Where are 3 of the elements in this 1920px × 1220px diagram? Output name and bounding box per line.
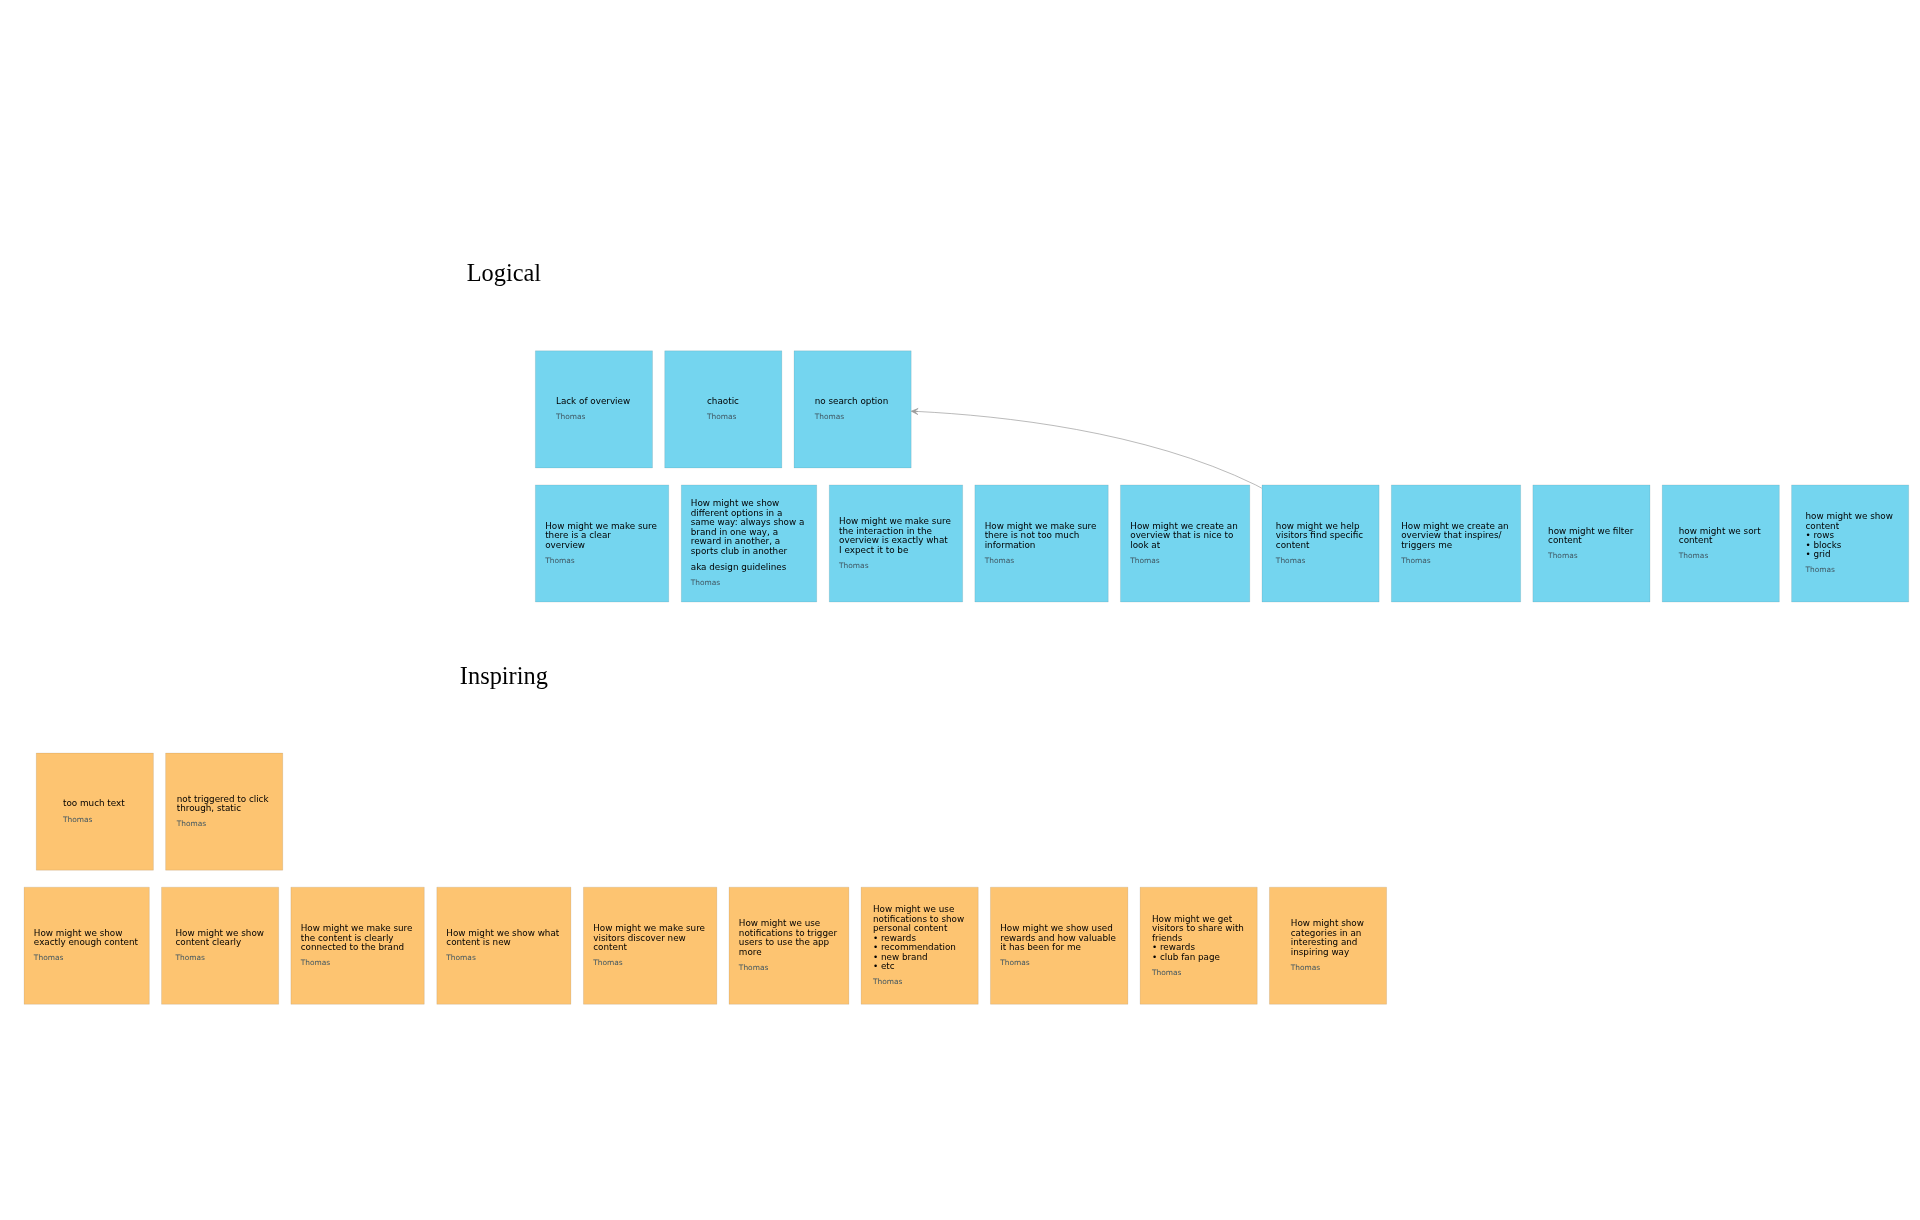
- label: Inspiring: [459, 661, 548, 688]
- arrow: [910, 407, 1263, 489]
- label: Logical: [466, 258, 542, 286]
